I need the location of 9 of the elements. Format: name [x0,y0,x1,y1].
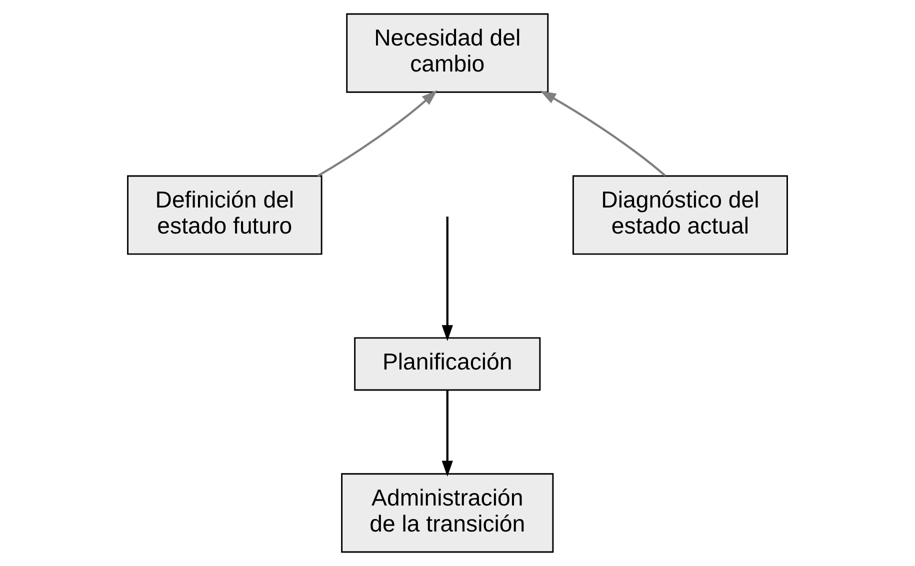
arrow [442,390,453,477]
node-box: Administración de la transición [341,473,554,553]
arrow [317,90,438,177]
node-box: Definición del estado futuro [127,175,322,255]
node-box: Necesidad del cambio [346,13,549,93]
node-box: Planificación [354,337,541,391]
arrow [442,216,453,342]
arrow [540,90,666,176]
node-box: Diagnóstico del estado actual [572,175,788,255]
